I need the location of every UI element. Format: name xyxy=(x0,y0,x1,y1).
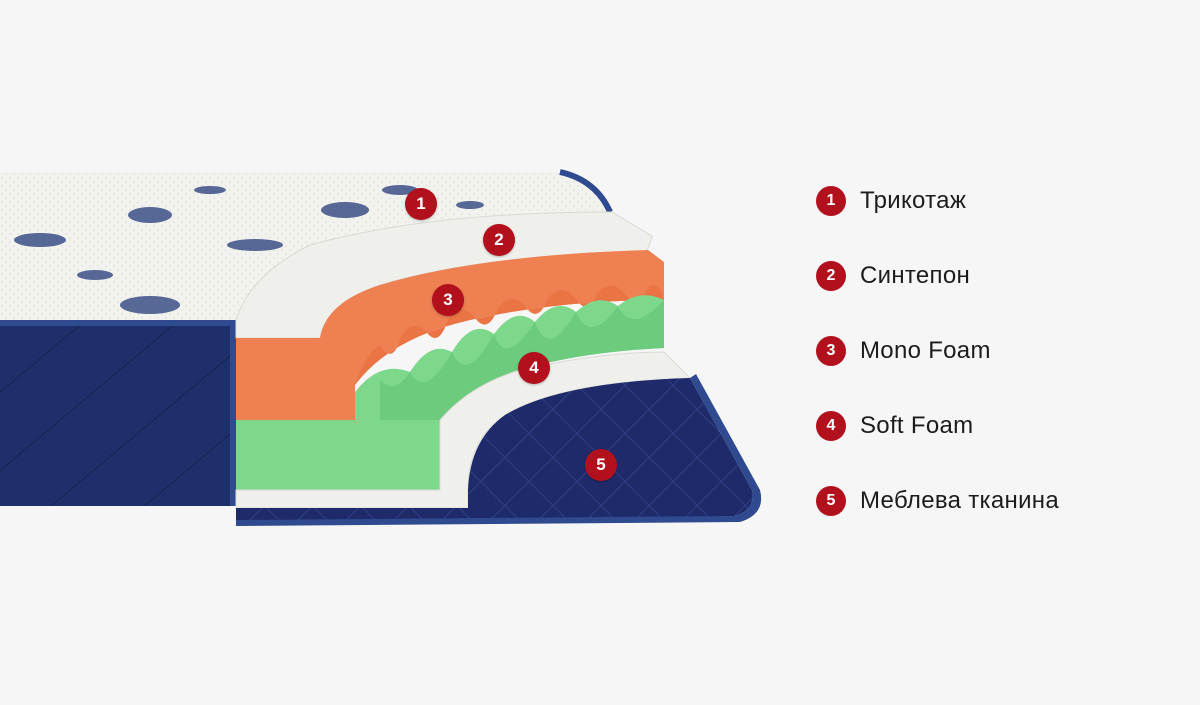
marker-2-number: 2 xyxy=(494,230,504,249)
layer-legend: 1 Трикотаж 2 Синтепон 3 Mono Foam 4 Soft… xyxy=(816,183,1059,558)
legend-label: Меблева тканина xyxy=(860,487,1059,514)
legend-item: 1 Трикотаж xyxy=(816,183,1059,219)
knit-top-layer xyxy=(0,169,613,320)
legend-number: 3 xyxy=(816,336,846,366)
legend-label: Синтепон xyxy=(860,262,971,289)
marker-1-number: 1 xyxy=(416,194,426,213)
legend-item: 5 Меблева тканина xyxy=(816,483,1059,519)
legend-number: 5 xyxy=(816,486,846,516)
furniture-fabric-base xyxy=(236,378,753,520)
legend-label: Soft Foam xyxy=(860,412,974,439)
legend-item: 3 Mono Foam xyxy=(816,333,1059,369)
legend-item: 4 Soft Foam xyxy=(816,408,1059,444)
marker-2: 2 xyxy=(483,224,515,256)
marker-5-number: 5 xyxy=(596,455,606,474)
marker-5: 5 xyxy=(585,449,617,481)
legend-number: 1 xyxy=(816,186,846,216)
mono-foam-peaks xyxy=(355,284,664,385)
marker-4: 4 xyxy=(518,352,550,384)
legend-label: Mono Foam xyxy=(860,337,991,364)
legend-number: 2 xyxy=(816,261,846,291)
legend-number: 4 xyxy=(816,411,846,441)
mattress-side-panel xyxy=(0,318,238,506)
marker-3: 3 xyxy=(432,284,464,316)
legend-label: Трикотаж xyxy=(860,187,967,214)
legend-item: 2 Синтепон xyxy=(816,258,1059,294)
marker-3-number: 3 xyxy=(443,290,453,309)
marker-1: 1 xyxy=(405,188,437,220)
marker-4-number: 4 xyxy=(529,358,539,377)
